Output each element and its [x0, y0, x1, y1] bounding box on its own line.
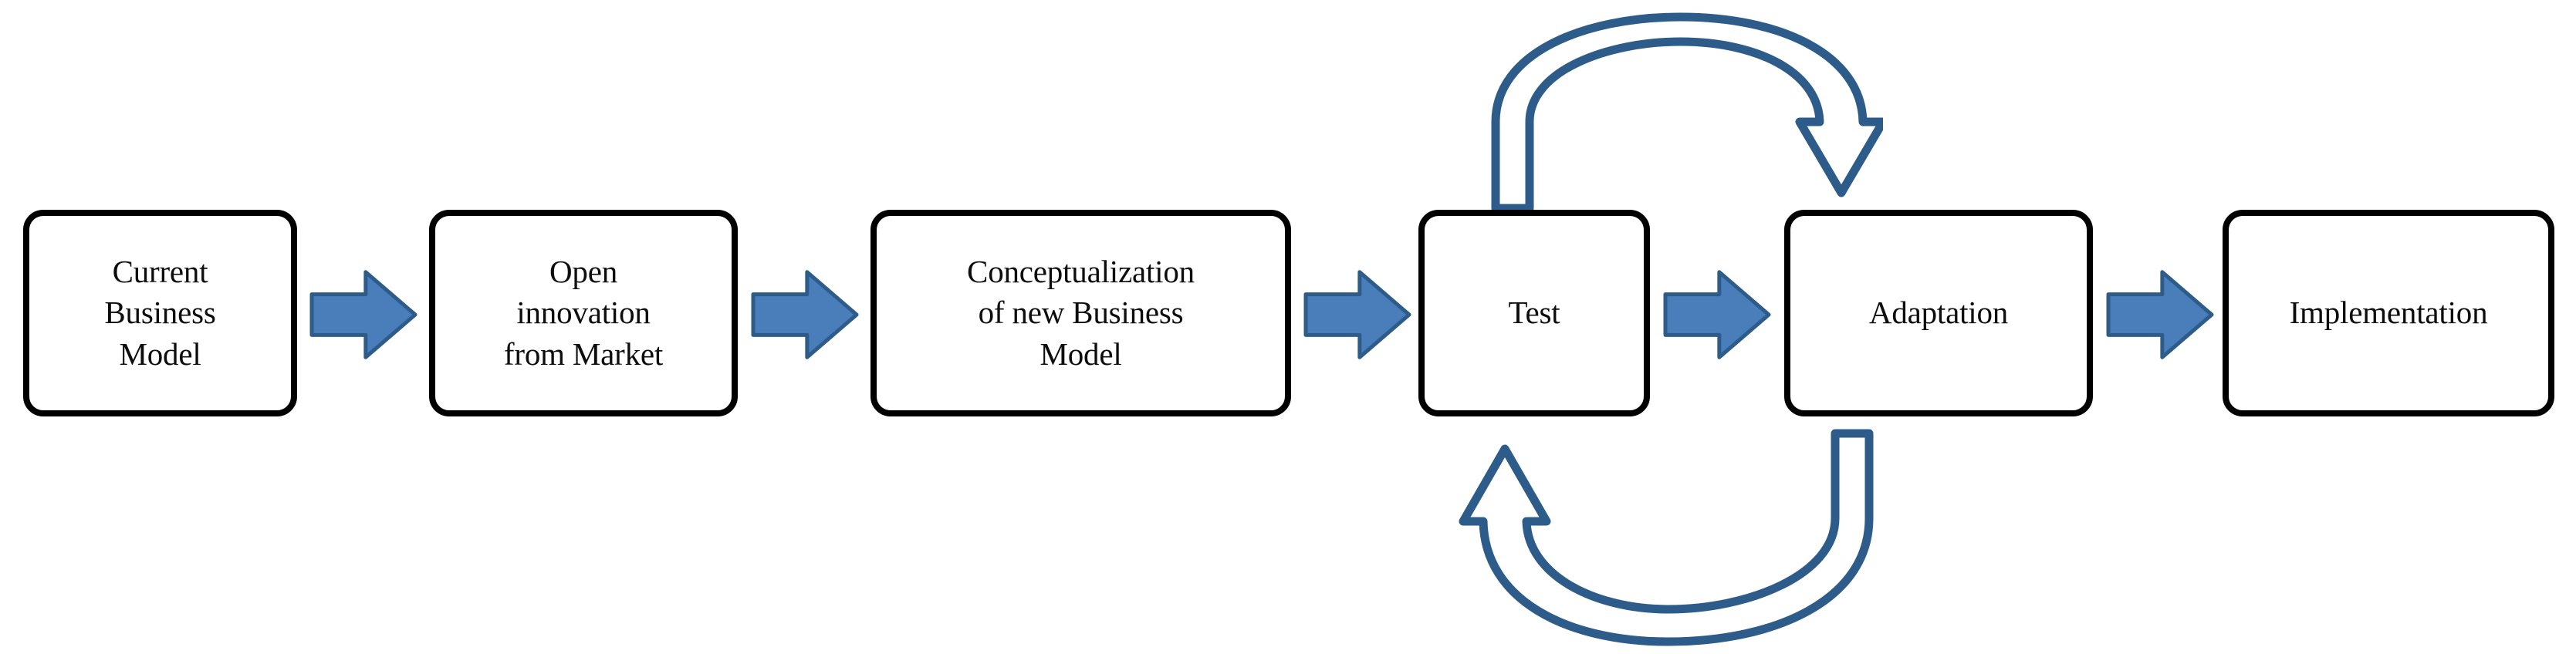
process-box-label: Conceptualization of new Business Model: [967, 254, 1195, 372]
flow-arrow-right-icon: [1662, 268, 1772, 361]
flow-arrow-right-icon: [309, 268, 418, 361]
process-box-label: Implementation: [2289, 295, 2488, 331]
process-box-label: Current Business Model: [104, 254, 216, 372]
feedback-loop-bottom-arc-icon: [1451, 426, 1883, 649]
process-box-label: Adaptation: [1868, 295, 2009, 331]
flow-arrow-right-icon: [1303, 268, 1412, 361]
flow-arrow-right-icon: [2105, 268, 2215, 361]
process-box-label: Open innovation from Market: [503, 254, 664, 372]
process-box-conceptualization[interactable]: Conceptualization of new Business Model: [870, 210, 1291, 416]
process-box-test[interactable]: Test: [1418, 210, 1650, 416]
process-box-implementation[interactable]: Implementation: [2223, 210, 2554, 416]
process-box-label: Test: [1508, 295, 1560, 331]
flow-arrow-right-icon: [750, 268, 860, 361]
process-box-current-business-model[interactable]: Current Business Model: [23, 210, 297, 416]
feedback-loop-top-arc-icon: [1482, 6, 1883, 213]
process-box-adaptation[interactable]: Adaptation: [1784, 210, 2093, 416]
process-box-open-innovation[interactable]: Open innovation from Market: [429, 210, 738, 416]
